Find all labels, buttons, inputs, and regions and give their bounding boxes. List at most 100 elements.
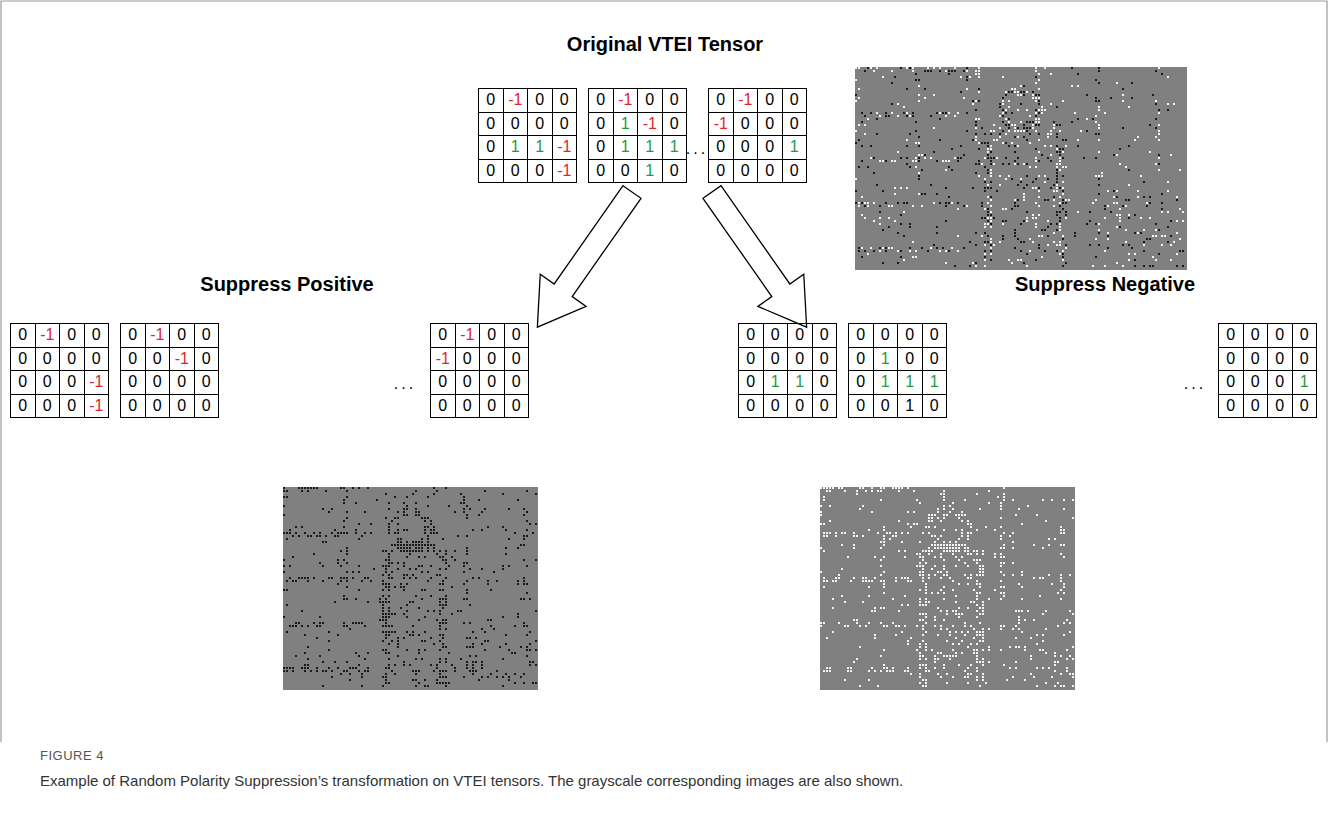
tensor-cell: 0 — [812, 347, 837, 371]
tensor-cell: 0 — [431, 371, 456, 395]
tensor-cell: 0 — [1243, 347, 1268, 371]
tensor-cell: 0 — [1243, 324, 1268, 348]
tensor-cell: 0 — [782, 89, 807, 113]
tensor-cell: 0 — [431, 394, 456, 418]
tensor-cell: 0 — [480, 371, 505, 395]
image-ground — [820, 487, 1075, 690]
tensor-cell: 0 — [552, 89, 577, 113]
event-speckles — [855, 67, 1184, 267]
tensor-cell: 0 — [873, 324, 898, 348]
tensor-cell: 0 — [739, 394, 764, 418]
tensor-cell: -1 — [552, 136, 577, 160]
tensor-cell: 0 — [758, 136, 783, 160]
tensor-cell: 0 — [758, 89, 783, 113]
tensor-cell: 0 — [812, 371, 837, 395]
tensor-cell: 0 — [194, 371, 219, 395]
tensor-cell: 0 — [11, 347, 36, 371]
tensor-grid: 0-1000000000-1000-1 — [10, 323, 109, 418]
tensor-cell: 0 — [60, 394, 85, 418]
tensor-cell: 0 — [1268, 371, 1293, 395]
tensor-cell: 1 — [922, 371, 947, 395]
tensor-grid: 0-100-100000010000 — [708, 88, 807, 183]
tensor-grid: 0-1000000011-1000-1 — [478, 88, 577, 183]
tensor-cell: 1 — [763, 371, 788, 395]
tensor-cell: 0 — [1219, 347, 1244, 371]
tensor-cell: -1 — [638, 112, 663, 136]
tensor-cell: 0 — [812, 324, 837, 348]
event-image — [0, 0, 1075, 690]
section-heading: Suppress Negative — [1015, 273, 1195, 296]
tensor-cell: 0 — [504, 371, 529, 395]
tensor-cell: 0 — [849, 371, 874, 395]
tensor-cell: -1 — [170, 347, 195, 371]
tensor-cell: 0 — [922, 324, 947, 348]
tensor-cell: 0 — [145, 371, 170, 395]
tensor-cell: 0 — [1292, 394, 1317, 418]
tensor-cell: -1 — [613, 89, 638, 113]
tensor-cell: 1 — [873, 347, 898, 371]
tensor-cell: 0 — [145, 347, 170, 371]
tensor-cell: 0 — [788, 394, 813, 418]
tensor-cell: 0 — [898, 324, 923, 348]
tensor-cell: 0 — [849, 324, 874, 348]
tensor-cell: 0 — [589, 89, 614, 113]
tensor-cell: 0 — [1292, 324, 1317, 348]
tensor-grid: 0-10001-1001110010 — [588, 88, 687, 183]
tensor-cell: -1 — [35, 324, 60, 348]
tensor-cell: 1 — [1292, 371, 1317, 395]
tensor-cell: -1 — [84, 371, 109, 395]
tensor-cell: 0 — [739, 347, 764, 371]
ellipsis: ... — [686, 140, 708, 158]
tensor-cell: 0 — [121, 371, 146, 395]
tensor-cell: 0 — [1219, 371, 1244, 395]
hollow-arrow — [689, 176, 830, 343]
tensor-cell: 1 — [873, 371, 898, 395]
figure-caption: Example of Random Polarity Suppression’s… — [40, 772, 1300, 789]
tensor-cell: 0 — [170, 371, 195, 395]
tensor-cell: -1 — [84, 394, 109, 418]
tensor-cell: 0 — [145, 394, 170, 418]
tensor-cell: 0 — [758, 112, 783, 136]
tensor-cell: 0 — [194, 347, 219, 371]
tensor-cell: 0 — [528, 112, 553, 136]
tensor-cell: 0 — [480, 394, 505, 418]
tensor-cell: 0 — [84, 347, 109, 371]
tensor-cell: 0 — [552, 112, 577, 136]
ellipsis: ... — [1184, 375, 1206, 393]
tensor-cell: 0 — [739, 371, 764, 395]
tensor-cell: 0 — [638, 89, 663, 113]
event-speckles — [283, 487, 537, 687]
tensor-cell: 0 — [479, 159, 504, 183]
tensor-cell: 0 — [733, 112, 758, 136]
image-ground — [283, 487, 538, 690]
tensor-cell: 0 — [479, 89, 504, 113]
tensor-cell: 0 — [1243, 371, 1268, 395]
image-ground — [855, 67, 1187, 270]
tensor-cell: 0 — [455, 371, 480, 395]
tensor-cell: 0 — [504, 394, 529, 418]
tensor-cell: 1 — [782, 136, 807, 160]
tensor-cell: 0 — [922, 347, 947, 371]
tensor-cell: 0 — [782, 112, 807, 136]
tensor-cell: 0 — [35, 347, 60, 371]
tensor-cell: 0 — [455, 394, 480, 418]
tensor-cell: 0 — [35, 371, 60, 395]
tensor-cell: 0 — [504, 324, 529, 348]
tensor-cell: 0 — [11, 394, 36, 418]
tensor-cell: 0 — [194, 394, 219, 418]
tensor-cell: 0 — [121, 394, 146, 418]
tensor-cell: 0 — [528, 159, 553, 183]
tensor-cell: 1 — [662, 136, 687, 160]
tensor-cell: 0 — [709, 159, 734, 183]
tensor-cell: 0 — [709, 89, 734, 113]
tensor-cell: 0 — [788, 347, 813, 371]
tensor-cell: 0 — [849, 347, 874, 371]
tensor-cell: 0 — [739, 324, 764, 348]
tensor-grid: 0000000000010000 — [1218, 323, 1317, 418]
tensor-cell: 0 — [503, 159, 528, 183]
tensor-cell: 1 — [788, 371, 813, 395]
tensor-cell: 0 — [733, 136, 758, 160]
tensor-cell: 1 — [898, 371, 923, 395]
tensor-cell: 0 — [812, 394, 837, 418]
